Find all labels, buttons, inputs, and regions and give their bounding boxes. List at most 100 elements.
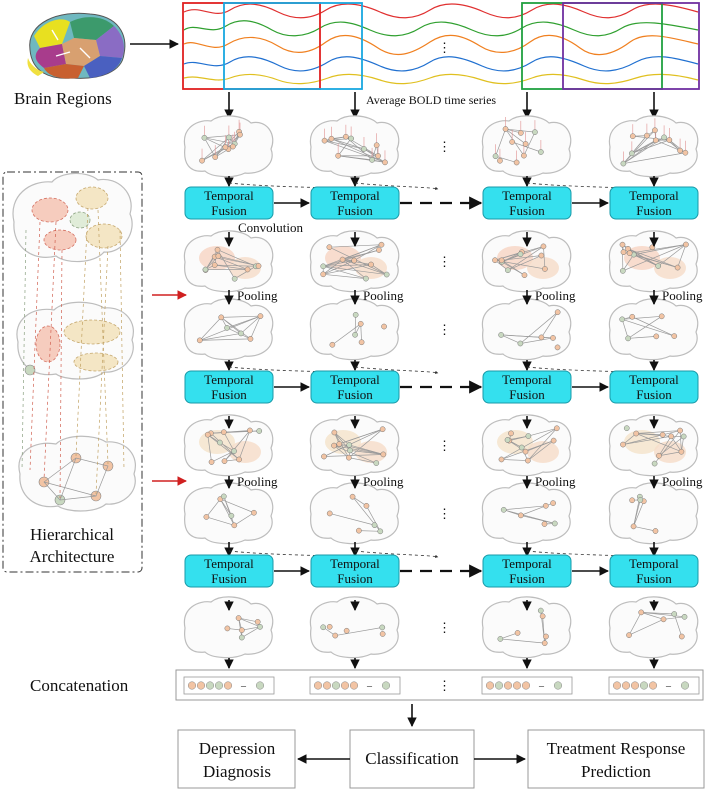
temporal-dependency-arrow <box>526 182 655 191</box>
feature-node <box>322 681 332 690</box>
temporal-fusion-label-line2: Fusion <box>211 387 247 402</box>
row-ellipsis: ⋮ <box>438 620 451 635</box>
temporal-fusion-block <box>609 186 699 220</box>
pooling-label: Pooling <box>363 288 404 303</box>
window-arrows <box>224 92 659 119</box>
temporal-dependency-arrow <box>228 366 356 375</box>
hierarchical-brain-middle <box>16 301 134 380</box>
row-ellipsis: ⋮ <box>438 438 451 453</box>
brain-graph-icon <box>481 596 572 659</box>
feature-node <box>680 681 690 690</box>
temporal-fusion-block <box>184 370 274 404</box>
depression-diagnosis-line1: Depression <box>199 739 276 758</box>
brain-graph-icon <box>608 414 699 477</box>
feature-node <box>639 681 649 690</box>
pooling-label: Pooling <box>237 288 278 303</box>
brain-graph-grid <box>183 115 699 659</box>
temporal-dependency-arrow <box>354 366 439 374</box>
feature-node <box>331 681 341 690</box>
temporal-fusion-label-line1: Temporal <box>204 188 254 203</box>
feature-node <box>494 681 504 690</box>
hierarchical-label-line1: Hierarchical <box>30 525 114 544</box>
vector-dash: – <box>538 681 545 692</box>
pooling-label: Pooling <box>535 288 576 303</box>
depression-diagnosis-line2: Diagnosis <box>203 762 271 781</box>
temporal-fusion-label-line2: Fusion <box>337 203 373 218</box>
hierarchical-brain-top <box>12 172 133 263</box>
temporal-fusion-label-line2: Fusion <box>337 387 373 402</box>
brain-graph-icon <box>608 115 699 178</box>
temporal-fusion-blocks: TemporalFusionTemporalFusionTemporalFusi… <box>184 186 699 588</box>
temporal-dependency-arrow <box>354 550 439 558</box>
temporal-fusion-block <box>310 370 400 404</box>
row-ellipsis: ⋮ <box>438 254 451 269</box>
row-ellipsis: ⋮ <box>438 322 451 337</box>
vector-dash: – <box>240 681 247 692</box>
pooling-label: Pooling <box>535 474 576 489</box>
temporal-dependency-arrow <box>228 182 356 191</box>
treatment-response-line2: Prediction <box>581 762 651 781</box>
brain-graph-icon <box>309 596 400 659</box>
temporal-fusion-block <box>482 370 572 404</box>
temporal-fusion-label-line2: Fusion <box>211 203 247 218</box>
feature-node <box>621 681 631 690</box>
vector-dash: – <box>366 681 373 692</box>
temporal-fusion-label-line1: Temporal <box>330 556 380 571</box>
pooling-label: Pooling <box>237 474 278 489</box>
temporal-fusion-label-line1: Temporal <box>502 556 552 571</box>
brain-graph-icon <box>183 115 274 178</box>
feature-node <box>521 681 531 690</box>
pooling-label: Pooling <box>662 474 703 489</box>
feature-node <box>612 681 622 690</box>
concatenation-vectors: –––– <box>183 676 700 695</box>
brain-graph-icon <box>309 482 400 545</box>
classification-label: Classification <box>365 749 459 768</box>
hierarchical-label-line2: Architecture <box>30 547 115 566</box>
temporal-fusion-block <box>482 554 572 588</box>
temporal-fusion-label-line2: Fusion <box>211 571 247 586</box>
feature-node <box>648 681 658 690</box>
temporal-fusion-block <box>609 554 699 588</box>
brain-regions-label: Brain Regions <box>14 89 112 108</box>
brain-graph-icon <box>183 298 274 361</box>
feature-node <box>349 681 359 690</box>
temporal-dependency-arrow <box>228 550 356 559</box>
brain-atlas-icon <box>27 12 126 79</box>
temporal-dependency-arrow <box>526 550 655 559</box>
feature-node <box>223 681 233 690</box>
classification-box <box>349 729 475 789</box>
temporal-fusion-block <box>184 554 274 588</box>
temporal-fusion-label-line1: Temporal <box>502 188 552 203</box>
bold-ellipsis: ⋮ <box>438 40 451 55</box>
feature-node <box>485 681 495 690</box>
concatenation-label: Concatenation <box>30 676 129 695</box>
temporal-fusion-label-line1: Temporal <box>629 556 679 571</box>
feature-node <box>255 681 265 690</box>
temporal-fusion-links <box>228 182 655 578</box>
brain-graph-icon <box>481 230 572 293</box>
temporal-fusion-label-line1: Temporal <box>629 188 679 203</box>
brain-graph-icon <box>183 596 274 659</box>
temporal-fusion-block <box>310 554 400 588</box>
convolution-label: Convolution <box>238 220 304 235</box>
bold-time-series-label: Average BOLD time series <box>366 93 496 107</box>
brain-graph-icon <box>608 230 699 293</box>
feature-node <box>630 681 640 690</box>
feature-node <box>205 681 215 690</box>
pooling-label: Pooling <box>363 474 404 489</box>
temporal-dependency-arrow <box>526 366 655 375</box>
temporal-fusion-block <box>310 186 400 220</box>
temporal-fusion-block <box>609 370 699 404</box>
temporal-fusion-label-line1: Temporal <box>204 372 254 387</box>
treatment-response-line1: Treatment Response <box>547 739 686 758</box>
feature-node <box>340 681 350 690</box>
brain-graph-icon <box>481 298 572 361</box>
bold-time-series-panel <box>182 2 700 90</box>
brain-graph-icon <box>309 298 400 361</box>
depression-diagnosis-box <box>177 729 296 789</box>
brain-graph-icon <box>183 482 274 545</box>
temporal-fusion-block <box>184 186 274 220</box>
brain-graph-icon <box>608 596 699 659</box>
temporal-fusion-label-line1: Temporal <box>502 372 552 387</box>
brain-graph-icon <box>608 482 699 545</box>
